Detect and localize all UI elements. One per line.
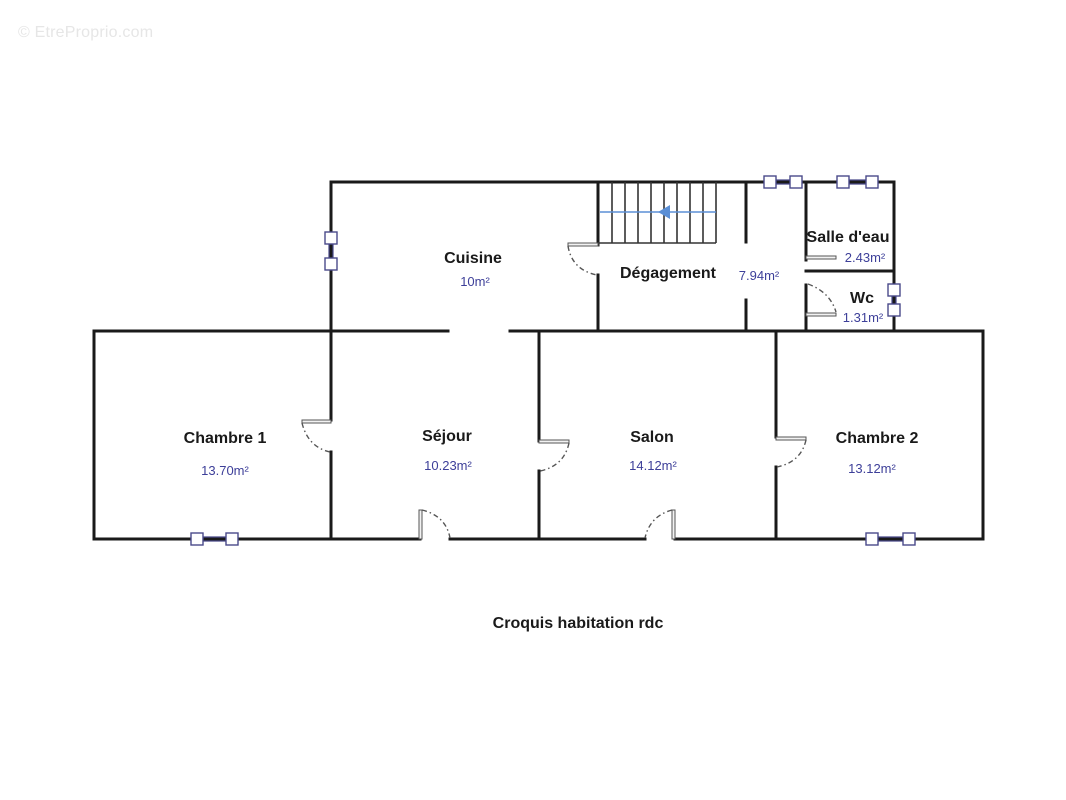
room-area-chambre-2: 13.12m²	[848, 461, 896, 476]
watermark: © EtreProprio.com	[18, 24, 154, 41]
window-icon	[887, 283, 901, 317]
window-icon	[836, 175, 879, 189]
window-icon	[865, 532, 916, 546]
room-area-wc: 1.31m²	[842, 310, 884, 325]
room-name-sejour: Séjour	[422, 428, 472, 445]
room-area-degagement: 7.94m²	[738, 268, 780, 283]
room-area-sejour: 10.23m²	[424, 458, 472, 473]
room-name-salle-deau: Salle d'eau	[806, 229, 890, 246]
doors	[301, 242, 837, 540]
room-name-salon: Salon	[630, 429, 674, 446]
windows	[190, 175, 916, 546]
room-area-salon: 14.12m²	[629, 458, 677, 473]
room-name-chambre-1: Chambre 1	[183, 430, 267, 447]
room-area-cuisine: 10m²	[460, 274, 490, 289]
window-icon	[190, 532, 239, 546]
window-icon	[324, 231, 338, 271]
stair-arrow-icon	[658, 205, 670, 219]
staircase	[598, 182, 717, 244]
room-name-wc: Wc	[850, 290, 874, 307]
room-area-salle-deau: 2.43m²	[844, 250, 886, 265]
room-name-cuisine: Cuisine	[444, 250, 502, 267]
window-icon	[763, 175, 803, 189]
room-name-degagement: Dégagement	[619, 265, 717, 282]
room-name-chambre-2: Chambre 2	[835, 430, 919, 447]
room-area-chambre-1: 13.70m²	[201, 463, 249, 478]
plan-caption: Croquis habitation rdc	[492, 615, 664, 632]
